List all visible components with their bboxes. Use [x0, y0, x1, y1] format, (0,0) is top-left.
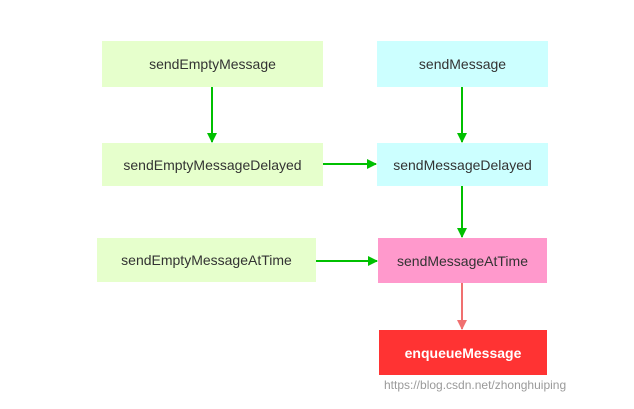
node-send-empty-message-at-time: sendEmptyMessageAtTime [97, 238, 316, 282]
node-label: sendMessageAtTime [397, 252, 528, 269]
node-send-empty-message: sendEmptyMessage [102, 41, 323, 87]
node-send-message-delayed: sendMessageDelayed [377, 143, 548, 186]
node-send-empty-message-delayed: sendEmptyMessageDelayed [102, 143, 323, 186]
node-send-message-at-time: sendMessageAtTime [378, 238, 547, 283]
node-label: sendMessage [418, 56, 507, 72]
node-label: sendMessageDelayed [393, 156, 532, 173]
node-label: sendEmptyMessage [149, 56, 276, 72]
node-label: sendEmptyMessageDelayed [123, 156, 302, 173]
node-label: sendEmptyMessageAtTime [121, 252, 292, 268]
watermark-text: https://blog.csdn.net/zhonghuiping [384, 378, 567, 392]
node-enqueue-message: enqueueMessage [379, 330, 547, 375]
node-send-message: sendMessage [377, 41, 548, 87]
node-label: enqueueMessage [404, 344, 522, 361]
